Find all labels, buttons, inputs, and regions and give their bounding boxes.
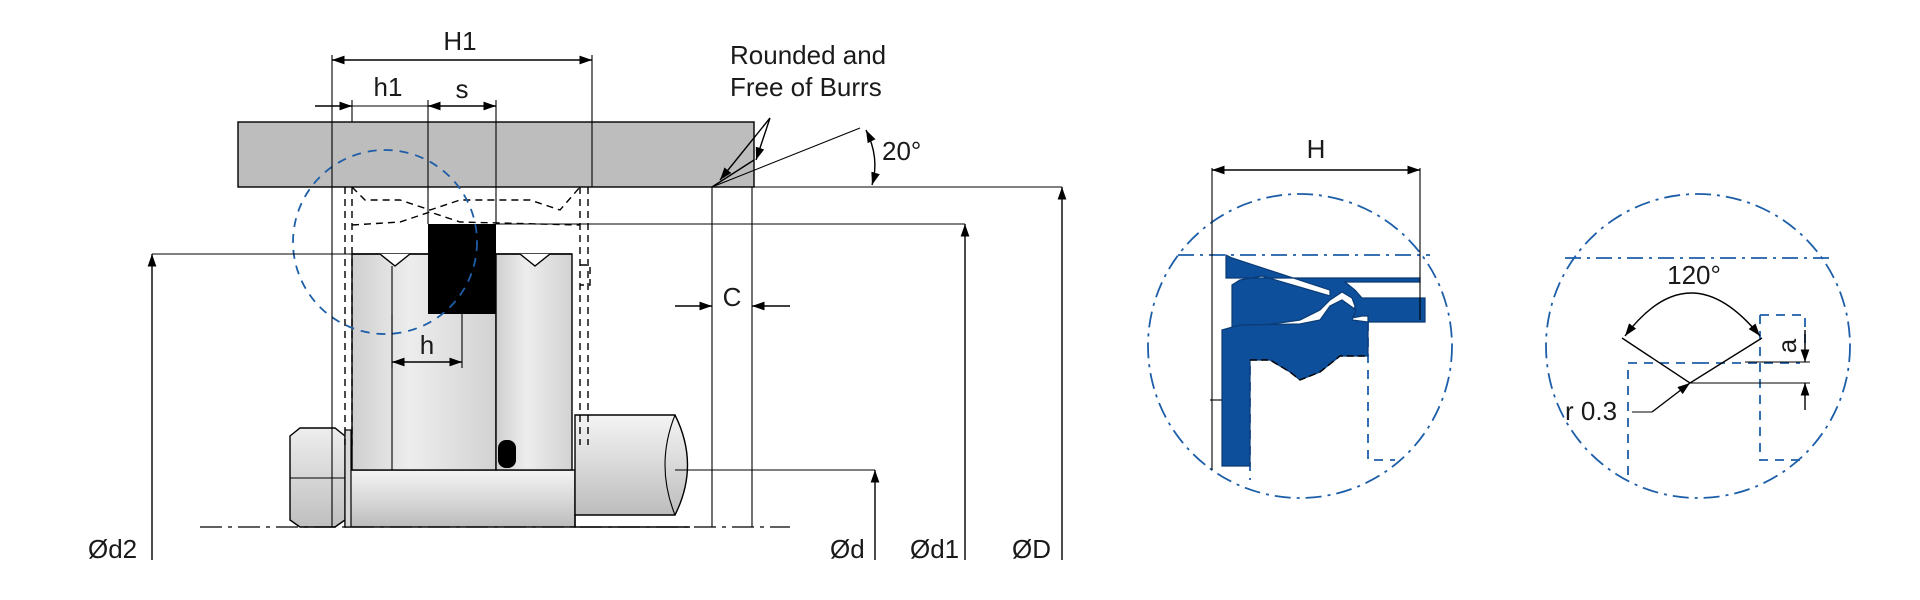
piston-notch-right [496,253,572,267]
detail-groove-circle [1545,193,1851,499]
label-h1: h1 [374,72,403,102]
note-line-2: Free of Burrs [730,72,882,102]
piston-right [495,253,573,471]
label-d: Ød [830,534,865,564]
label-d1: Ød1 [910,534,959,564]
v-line-left [1621,337,1691,384]
seal-step [580,264,591,286]
label-h: h [420,330,434,360]
label-C: C [723,282,742,312]
detail-groove-right-wall [1700,314,1806,461]
angle-line [711,127,861,188]
label-r03: r 0.3 [1565,396,1617,426]
seal-lip-bottom [351,211,581,226]
rod-tail [574,515,690,528]
detail-seal-circle [1147,193,1453,499]
angle-120-arc [1624,292,1761,337]
angle-arc [865,129,880,186]
rod-end [574,414,689,516]
detail-groove-left-wall [1627,362,1700,475]
note-leader-1 [719,117,771,181]
detail-seal-view: H [1147,134,1453,499]
label-a: a [1772,338,1802,353]
seal-lip-top [351,186,581,211]
blue-seal-body [1221,299,1369,467]
note-leader-2 [755,117,771,161]
rod [344,469,576,528]
r-leader [1651,382,1691,413]
black-ring [428,224,496,314]
label-H: H [1307,134,1326,164]
detail-groove-view: 120° a r 0.3 [1545,193,1851,499]
label-120deg: 120° [1667,260,1721,290]
blue-seal-bottom-dash [1250,355,1368,381]
label-H1: H1 [443,26,476,56]
v-line-right [1689,337,1763,384]
rod-end-curve [664,414,676,516]
main-section-view: H1 h1 s h C 20° Rounded and Free of Burr… [88,26,1067,564]
label-s: s [456,74,469,104]
o-ring [498,440,516,468]
detail-seal-piston [1367,322,1395,461]
label-d2: Ød2 [88,534,137,564]
piston-notch-left [352,253,428,267]
label-D: ØD [1012,534,1051,564]
label-20deg: 20° [882,136,921,166]
housing-chamfer [711,159,755,188]
nut-washer [344,429,352,528]
detail-circle [292,149,478,335]
note-line-1: Rounded and [730,40,886,70]
